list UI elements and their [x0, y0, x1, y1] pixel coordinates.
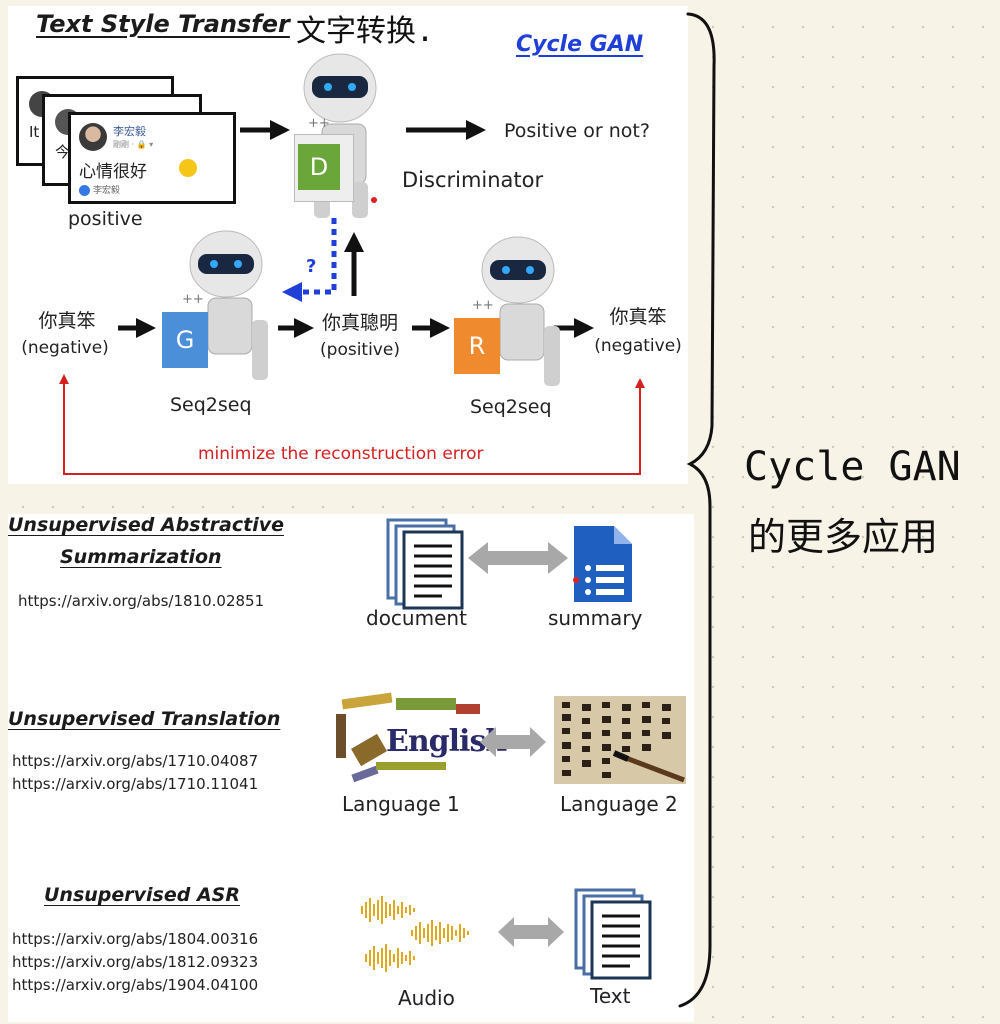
g-plus-label: ++ [182, 292, 204, 307]
post-author: 李宏毅 [113, 125, 146, 138]
post-card-front: 李宏毅 剛剛 · 🔒 ▾ 心情很好 李宏毅 [68, 112, 236, 204]
translation-url-2[interactable]: https://arxiv.org/abs/1710.11041 [12, 775, 259, 793]
chinese-calligraphy-image [554, 696, 686, 784]
cycle-gan-subtitle: Cycle GAN [516, 32, 644, 57]
translation-title: Unsupervised Translation [8, 708, 281, 730]
input-tag: (negative) [21, 338, 109, 358]
translation-url-1[interactable]: https://arxiv.org/abs/1710.04087 [12, 752, 259, 770]
r-plus-label: ++ [472, 298, 494, 313]
reconstructor-robot-icon [481, 236, 560, 386]
audio-waveform-icon [361, 896, 469, 972]
avatar [79, 123, 107, 151]
english-word-cloud: English [336, 688, 507, 784]
slide-text-style-transfer: Text Style Transfer Cycle GAN It 今 李宏毅 剛… [8, 6, 688, 484]
positive-label: positive [68, 208, 143, 230]
curly-brace-icon [678, 12, 716, 1008]
positive-or-not-label: Positive or not? [504, 120, 650, 142]
seq2seq-generator-label: Seq2seq [170, 394, 252, 416]
output-tag: (negative) [594, 336, 682, 356]
asr-url-3[interactable]: https://arxiv.org/abs/1904.04100 [12, 976, 259, 994]
word-cloud-word [351, 765, 379, 783]
asr-title: Unsupervised ASR [44, 884, 240, 906]
word-cloud-word [336, 714, 346, 758]
summary-icon [573, 526, 632, 602]
handwritten-note-top: 文字转换. [296, 14, 435, 49]
question-mark: ? [306, 256, 317, 277]
middle-tag: (positive) [320, 340, 400, 360]
post-text-back: It [29, 123, 40, 141]
document-label: document [366, 606, 467, 630]
smiley-icon [179, 159, 197, 177]
slide-cycle-gan-applications: Unsupervised Abstractive Summarization h… [8, 514, 694, 1022]
summary-label: summary [548, 606, 643, 630]
text-document-icon [574, 888, 652, 980]
handwritten-side-line2: 的更多应用 [748, 515, 939, 559]
d-box: D [298, 144, 340, 190]
language1-label: Language 1 [342, 792, 460, 816]
calligraphy-icon [562, 702, 685, 783]
post-text-middle: 今 [55, 143, 71, 161]
r-box: R [454, 318, 500, 374]
double-arrow-icon [498, 917, 564, 947]
asr-url-1[interactable]: https://arxiv.org/abs/1804.00316 [12, 930, 259, 948]
word-cloud-word [341, 692, 393, 710]
document-icon [386, 518, 464, 610]
like-name: 李宏毅 [93, 186, 121, 196]
like-icon [79, 185, 90, 196]
d-plus-label: ++ [308, 116, 330, 131]
handwritten-side-line1: Cycle GAN [744, 444, 961, 490]
input-sentence: 你真笨 [38, 310, 96, 332]
reconstruction-error-label: minimize the reconstruction error [198, 444, 484, 464]
asr-url-2[interactable]: https://arxiv.org/abs/1812.09323 [12, 953, 259, 971]
double-arrow-icon [480, 727, 546, 757]
summarization-url[interactable]: https://arxiv.org/abs/1810.02851 [18, 592, 265, 610]
post-text: 心情很好 [79, 162, 147, 182]
summarization-title-line1: Unsupervised Abstractive [8, 514, 284, 536]
middle-sentence: 你真聰明 [321, 312, 398, 334]
flow-arrows [59, 120, 645, 475]
g-box: G [162, 312, 208, 368]
generator-robot-icon [189, 230, 268, 380]
summarization-title-line2: Summarization [60, 546, 222, 568]
discriminator-label: Discriminator [402, 168, 544, 192]
word-cloud-word [376, 762, 446, 770]
double-arrow-icon [468, 542, 568, 574]
audio-label: Audio [398, 986, 455, 1010]
language2-label: Language 2 [560, 792, 678, 816]
post-meta: 剛剛 · 🔒 ▾ [113, 140, 154, 149]
word-cloud-word [456, 704, 480, 714]
seq2seq-reconstructor-label: Seq2seq [470, 396, 552, 418]
output-sentence: 你真笨 [609, 306, 667, 328]
slide-title: Text Style Transfer [36, 10, 290, 38]
text-label: Text [590, 984, 631, 1008]
word-cloud-word [396, 698, 456, 710]
